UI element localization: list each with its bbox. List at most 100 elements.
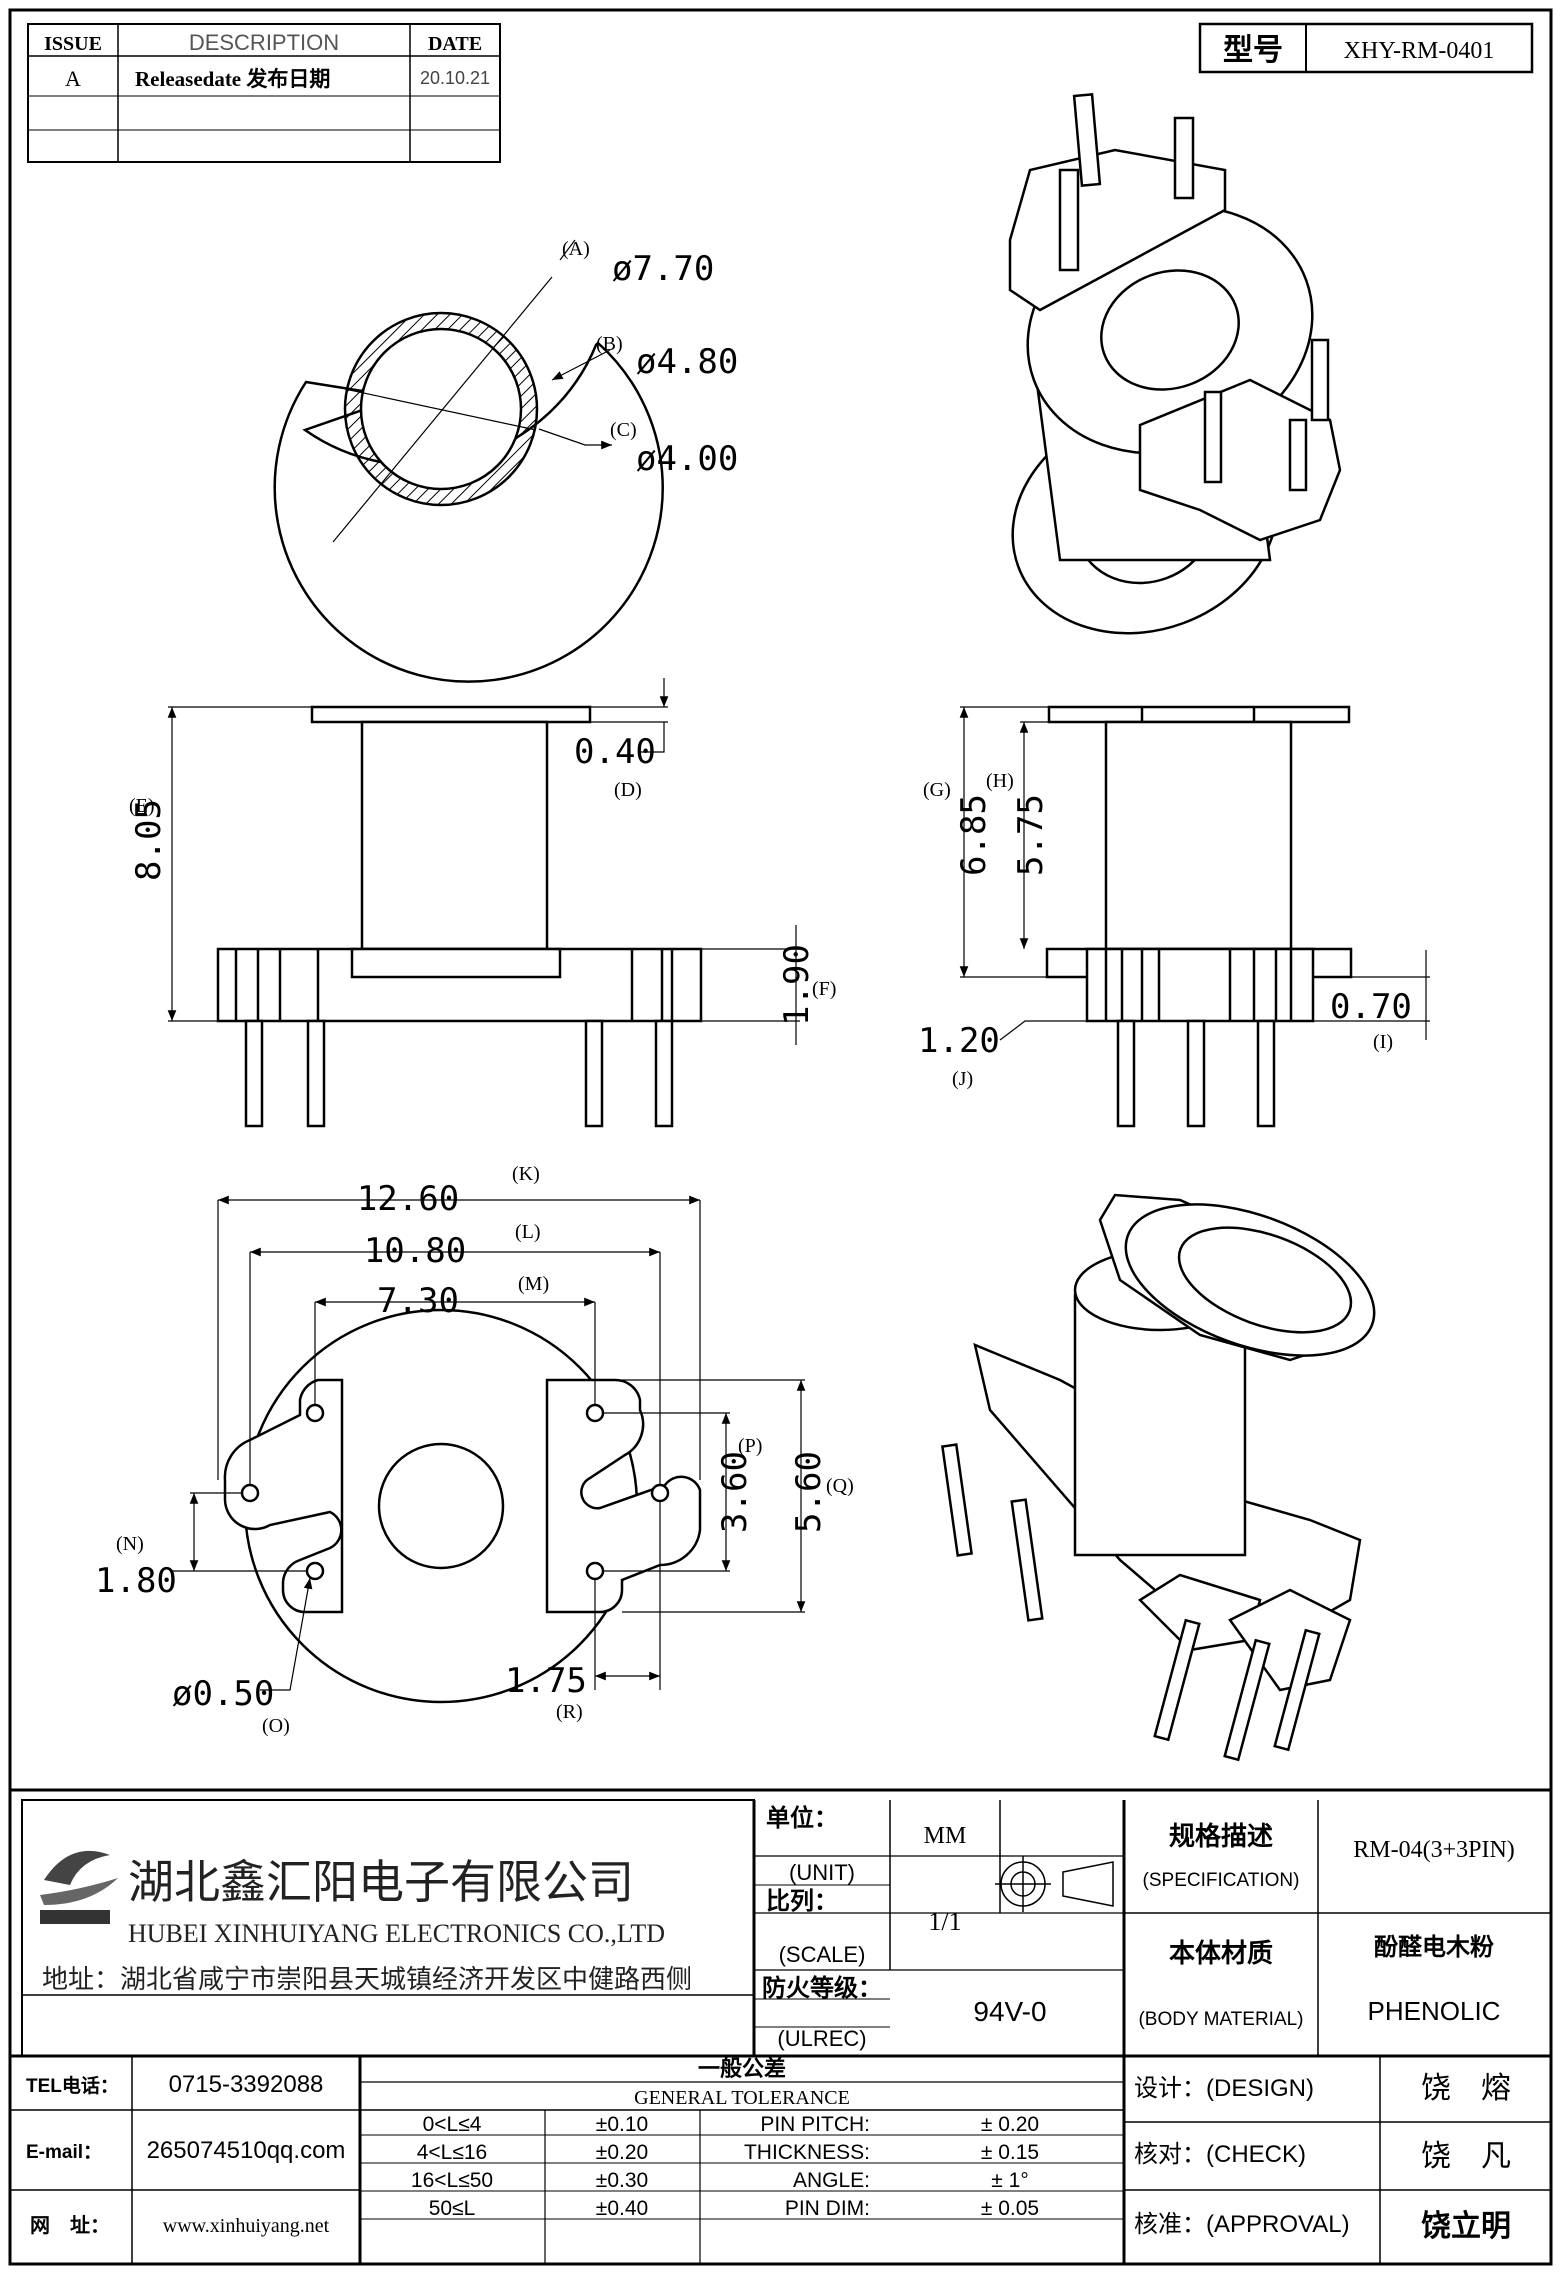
dim-n-letter: (N) bbox=[116, 1533, 144, 1555]
scale-label-cn: 比列： bbox=[766, 1888, 838, 1915]
material-value-en: PHENOLIC bbox=[1368, 1996, 1501, 2026]
material-value-cn: 酚醛电木粉 bbox=[1374, 1934, 1494, 1961]
tol-item-thickness: THICKNESS: bbox=[744, 2141, 870, 2164]
dim-e-value: 8.05 bbox=[129, 799, 169, 881]
rev-date-a: 20.10.21 bbox=[420, 68, 490, 88]
fire-rating-label-cn: 防火等级： bbox=[762, 1974, 882, 2002]
dim-i-value: 0.70 bbox=[1330, 987, 1412, 1027]
company-address: 地址：湖北省咸宁市崇阳县天城镇经济开发区中健路西侧 bbox=[42, 1964, 692, 1994]
dim-q-letter: (Q) bbox=[826, 1475, 854, 1497]
dim-i-letter: (I) bbox=[1373, 1031, 1393, 1053]
dim-d-value: 0.40 bbox=[574, 732, 656, 772]
dim-r-value: 1.75 bbox=[505, 1661, 587, 1701]
sheet-border bbox=[8, 8, 1553, 2266]
spec-label-cn: 规格描述 bbox=[1169, 1821, 1273, 1851]
dim-r-letter: (R) bbox=[556, 1701, 583, 1723]
rev-description-a: Releasedate 发布日期 bbox=[135, 67, 330, 91]
tolerance-title-cn: 一般公差 bbox=[698, 2056, 786, 2081]
scale-label-en: (SCALE) bbox=[779, 1942, 866, 1967]
check-name: 饶 凡 bbox=[1421, 2140, 1511, 2173]
tol-item-angle: ANGLE: bbox=[793, 2169, 870, 2192]
dim-a-value: ø7.70 bbox=[612, 249, 714, 289]
isometric-view-1 bbox=[1008, 93, 1342, 635]
tel-label: TEL电话： bbox=[26, 2074, 119, 2097]
dim-o-value: ø0.50 bbox=[172, 1674, 274, 1714]
dim-l-letter: (L) bbox=[515, 1221, 541, 1243]
tol-item-pin-pitch: PIN PITCH: bbox=[760, 2113, 870, 2136]
unit-value: MM bbox=[924, 1823, 967, 1849]
email-value: 265074510qq.com bbox=[147, 2137, 346, 2164]
model-label: 型号 bbox=[1223, 34, 1283, 67]
dim-m-letter: (M) bbox=[518, 1273, 549, 1295]
dim-n-value: 1.80 bbox=[95, 1561, 177, 1601]
dim-d-letter: (D) bbox=[614, 779, 642, 801]
top-view bbox=[273, 239, 664, 683]
tol-item-pin-dim: PIN DIM: bbox=[785, 2197, 870, 2220]
fire-rating-value: 94V-0 bbox=[973, 1996, 1046, 2027]
front-view bbox=[167, 678, 800, 1128]
dim-p-letter: (P) bbox=[738, 1435, 762, 1457]
tol-value-0: ±0.10 bbox=[596, 2113, 648, 2136]
dim-l-value: 10.80 bbox=[364, 1231, 466, 1271]
projection-symbol bbox=[995, 1856, 1114, 1912]
dim-g-letter: (G) bbox=[923, 779, 951, 801]
approval-label: 核准：(APPROVAL) bbox=[1134, 2211, 1350, 2238]
bottom-view bbox=[170, 1195, 806, 1704]
rev-header-description: DESCRIPTION bbox=[189, 30, 339, 55]
dim-e-letter: (E) bbox=[129, 795, 155, 817]
dim-h-value: 5.75 bbox=[1011, 794, 1051, 876]
company-name-cn: 湖北鑫汇阳电子有限公司 bbox=[128, 1856, 634, 1908]
rev-issue-a: A bbox=[65, 66, 81, 91]
tol-item-pin-dim-value: ± 0.05 bbox=[981, 2197, 1039, 2220]
company-logo bbox=[40, 1850, 118, 1924]
dim-o-letter: (O) bbox=[262, 1715, 290, 1737]
tol-item-pin-pitch-value: ± 0.20 bbox=[981, 2113, 1039, 2136]
spec-value: RM-04(3+3PIN) bbox=[1353, 1837, 1515, 1863]
fire-rating-label-en: (ULREC) bbox=[777, 2026, 866, 2051]
scale-value: 1/1 bbox=[928, 1907, 961, 1936]
dim-j-letter: (J) bbox=[952, 1068, 973, 1090]
tol-item-thickness-value: ± 0.15 bbox=[981, 2141, 1039, 2164]
dim-c-value: ø4.00 bbox=[636, 439, 738, 479]
dim-c-letter: (C) bbox=[610, 419, 637, 441]
design-label: 设计：(DESIGN) bbox=[1134, 2075, 1314, 2102]
rev-header-date: DATE bbox=[428, 33, 482, 55]
tol-range-3: 50≤L bbox=[429, 2197, 476, 2220]
dim-k-letter: (K) bbox=[512, 1163, 540, 1185]
dim-a-letter: (A) bbox=[562, 238, 590, 260]
dim-k-value: 12.60 bbox=[357, 1179, 459, 1219]
tol-range-2: 16<L≤50 bbox=[411, 2169, 493, 2192]
tol-item-angle-value: ± 1° bbox=[991, 2169, 1028, 2192]
unit-label-cn: 单位： bbox=[766, 1804, 838, 1832]
email-label: E-mail： bbox=[26, 2142, 102, 2163]
dim-g-value: 6.85 bbox=[954, 794, 994, 876]
dim-q-value: 5.60 bbox=[789, 1451, 829, 1533]
title-block bbox=[10, 1788, 1551, 2264]
design-name: 饶 熔 bbox=[1421, 2072, 1511, 2105]
dim-j-value: 1.20 bbox=[918, 1021, 1000, 1061]
approval-name: 饶立明 bbox=[1421, 2209, 1511, 2243]
tolerance-title-en: GENERAL TOLERANCE bbox=[634, 2087, 850, 2109]
side-view bbox=[959, 705, 1430, 1128]
dim-f-letter: (F) bbox=[812, 978, 836, 1000]
dim-h-letter: (H) bbox=[986, 770, 1014, 792]
company-name-en: HUBEI XINHUIYANG ELECTRONICS CO.,LTD bbox=[128, 1919, 665, 1948]
revision-table bbox=[27, 23, 501, 163]
tol-range-1: 4<L≤16 bbox=[417, 2141, 488, 2164]
tol-value-1: ±0.20 bbox=[596, 2141, 648, 2164]
model-box bbox=[1198, 22, 1534, 74]
model-number: XHY-RM-0401 bbox=[1344, 38, 1495, 64]
material-label-en: (BODY MATERIAL) bbox=[1138, 2009, 1303, 2030]
dim-m-value: 7.30 bbox=[377, 1281, 459, 1321]
tol-value-3: ±0.40 bbox=[596, 2197, 648, 2220]
web-value: www.xinhuiyang.net bbox=[163, 2215, 330, 2237]
dim-p-value: 3.60 bbox=[715, 1451, 755, 1533]
dim-b-value: ø4.80 bbox=[636, 342, 738, 382]
rev-header-issue: ISSUE bbox=[44, 33, 102, 55]
isometric-view-2 bbox=[941, 1193, 1376, 1762]
tol-value-2: ±0.30 bbox=[596, 2169, 648, 2192]
dim-b-letter: (B) bbox=[596, 333, 623, 355]
unit-label-en: (UNIT) bbox=[789, 1860, 855, 1885]
